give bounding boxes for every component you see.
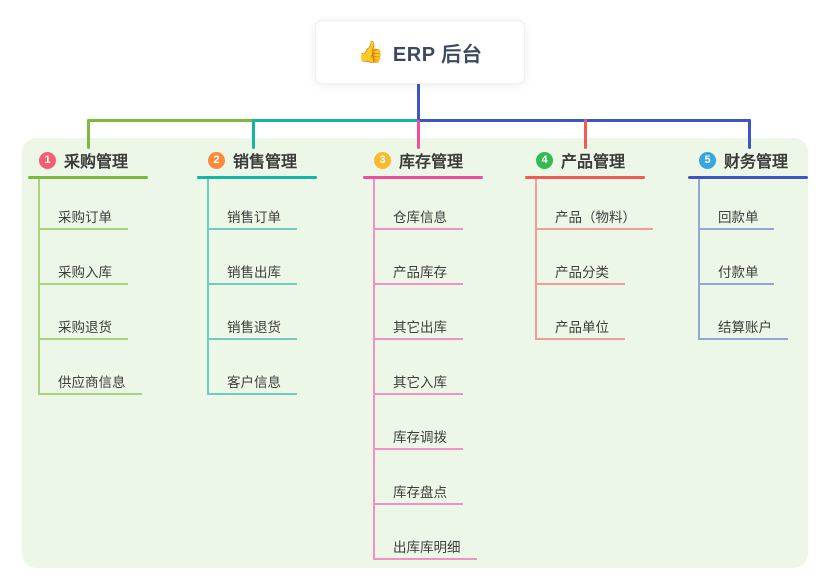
subtopic-label[interactable]: 销售退货 <box>227 320 281 335</box>
subtopic-label[interactable]: 出库库明细 <box>393 540 461 555</box>
branch-drop-line <box>748 119 751 149</box>
subtopic-label[interactable]: 其它出库 <box>393 320 447 335</box>
subtopic-underline <box>535 228 653 230</box>
branch-node-5[interactable]: 5 财务管理 <box>699 148 788 172</box>
subtopic-underline <box>373 393 463 395</box>
subtopic-label[interactable]: 库存调拨 <box>393 430 447 445</box>
branch-number-badge: 2 <box>208 151 225 169</box>
branch-node-3[interactable]: 3 库存管理 <box>374 148 463 172</box>
subtopic-underline <box>207 393 297 395</box>
branch-drop-line <box>417 119 420 149</box>
subtopic-underline <box>535 338 625 340</box>
subtopic-underline <box>698 338 788 340</box>
subtopic-underline <box>373 283 463 285</box>
root-connector-line <box>417 82 420 120</box>
branch-node-1[interactable]: 1 采购管理 <box>39 148 128 172</box>
branch-drop-line <box>87 119 90 149</box>
subtopic-underline <box>38 338 128 340</box>
bus-line-segment <box>252 119 420 122</box>
subtopic-label[interactable]: 采购订单 <box>58 210 112 225</box>
branch-underline <box>363 176 483 179</box>
branch-label: 采购管理 <box>64 154 129 171</box>
subtopic-underline <box>698 283 774 285</box>
branch-number-badge: 3 <box>374 151 391 169</box>
branches-panel <box>22 138 808 568</box>
subtopic-underline <box>38 393 142 395</box>
branch-trunk-line <box>373 179 375 560</box>
subtopic-underline <box>373 448 463 450</box>
subtopic-label[interactable]: 销售订单 <box>227 210 281 225</box>
subtopic-label[interactable]: 付款单 <box>718 265 759 280</box>
subtopic-label[interactable]: 结算账户 <box>718 320 772 335</box>
subtopic-label[interactable]: 产品分类 <box>555 265 609 280</box>
subtopic-label[interactable]: 回款单 <box>718 210 759 225</box>
subtopic-label[interactable]: 仓库信息 <box>393 210 447 225</box>
branch-drop-line <box>584 119 587 149</box>
subtopic-underline <box>373 558 477 560</box>
subtopic-underline <box>38 283 128 285</box>
subtopic-label[interactable]: 产品单位 <box>555 320 609 335</box>
subtopic-label[interactable]: 采购入库 <box>58 265 112 280</box>
thumbs-up-icon: 👍 <box>357 40 384 64</box>
subtopic-underline <box>207 283 297 285</box>
subtopic-label[interactable]: 库存盘点 <box>393 485 447 500</box>
root-label: ERP 后台 <box>392 43 483 66</box>
root-node[interactable]: 👍 ERP 后台 <box>315 20 525 84</box>
branch-label: 产品管理 <box>561 154 626 171</box>
branch-label: 库存管理 <box>399 154 464 171</box>
subtopic-underline <box>698 228 774 230</box>
branch-label: 销售管理 <box>233 154 298 171</box>
subtopic-underline <box>373 338 463 340</box>
subtopic-underline <box>373 228 463 230</box>
branch-underline <box>525 176 645 179</box>
branch-node-2[interactable]: 2 销售管理 <box>208 148 297 172</box>
branch-number-badge: 1 <box>39 151 56 169</box>
branch-trunk-line <box>535 179 537 340</box>
subtopic-label[interactable]: 采购退货 <box>58 320 112 335</box>
subtopic-label[interactable]: 销售出库 <box>227 265 281 280</box>
subtopic-underline <box>38 228 128 230</box>
subtopic-underline <box>207 228 297 230</box>
branch-number-badge: 5 <box>699 151 716 169</box>
branch-trunk-line <box>207 179 209 395</box>
branch-trunk-line <box>698 179 700 340</box>
subtopic-label[interactable]: 其它入库 <box>393 375 447 390</box>
branch-underline <box>688 176 808 179</box>
subtopic-label[interactable]: 产品（物料） <box>555 210 636 225</box>
subtopic-label[interactable]: 供应商信息 <box>58 375 126 390</box>
branch-underline <box>197 176 317 179</box>
subtopic-label[interactable]: 产品库存 <box>393 265 447 280</box>
subtopic-underline <box>207 338 297 340</box>
branch-underline <box>28 176 148 179</box>
branch-node-4[interactable]: 4 产品管理 <box>536 148 625 172</box>
subtopic-underline <box>535 283 625 285</box>
branch-drop-line <box>252 119 255 149</box>
branch-label: 财务管理 <box>724 154 789 171</box>
branch-trunk-line <box>38 179 40 395</box>
subtopic-label[interactable]: 客户信息 <box>227 375 281 390</box>
branch-number-badge: 4 <box>536 151 553 169</box>
subtopic-underline <box>373 503 463 505</box>
